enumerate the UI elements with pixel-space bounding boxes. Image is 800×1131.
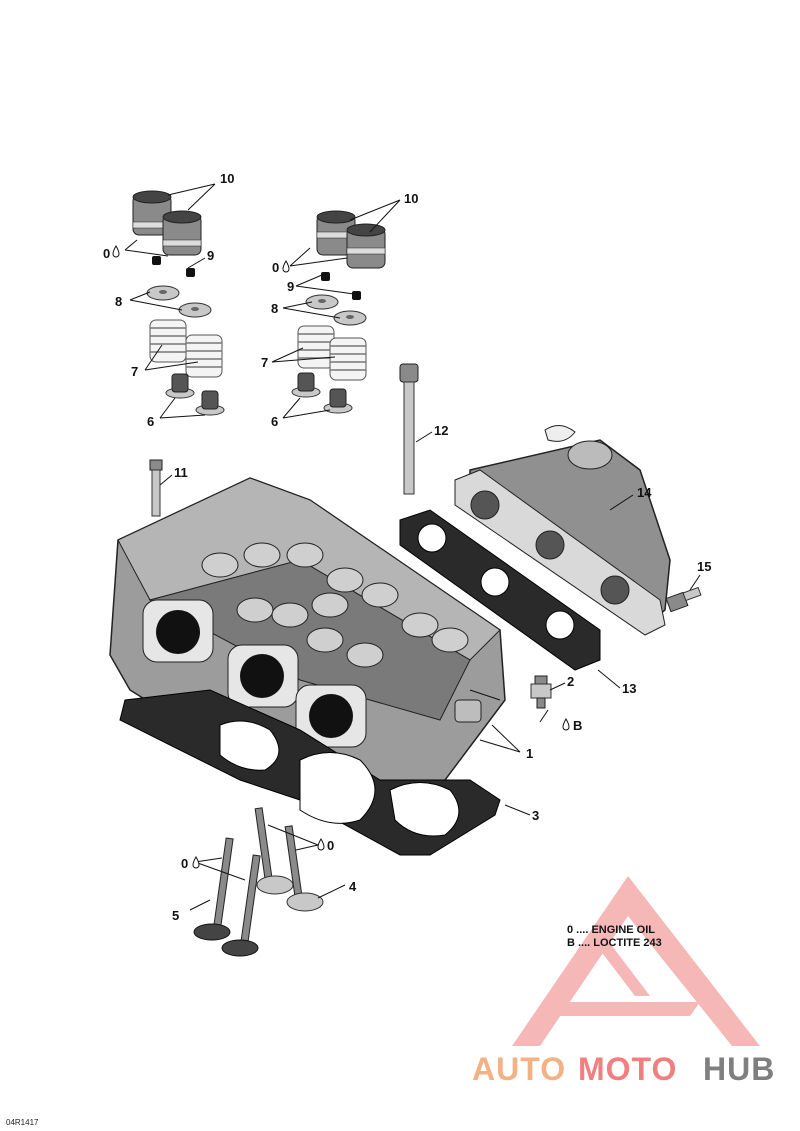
callout-0-valves-left: 0 — [181, 856, 188, 871]
cylinder-head-bolt-long — [399, 363, 419, 495]
valve-keeper-right-b — [352, 291, 361, 300]
drawing-code: 04R1417 — [6, 1118, 39, 1127]
callout-2: 2 — [567, 674, 574, 689]
valve-lifter-right-b — [346, 223, 386, 269]
legend-loctite: B .... LOCTITE 243 — [567, 937, 662, 949]
svg-text:MOTO: MOTO — [578, 1051, 677, 1087]
exhaust-manifold-gasket — [399, 509, 601, 671]
callout-15: 15 — [697, 559, 711, 574]
temperature-sensor — [530, 675, 552, 709]
callout-9-right: 9 — [287, 279, 294, 294]
callout-10-right: 10 — [404, 191, 418, 206]
callout-9-left: 9 — [207, 248, 214, 263]
cylinder-head-bolt-short — [149, 459, 163, 517]
valve-keeper-left-b — [186, 268, 195, 277]
callout-13: 13 — [622, 681, 636, 696]
callout-8-right: 8 — [271, 301, 278, 316]
valve-keeper-right-a — [321, 272, 330, 281]
spring-retainer-right-a — [305, 294, 339, 310]
oil-drop-icon — [112, 245, 570, 869]
callout-0-right: 0 — [272, 260, 279, 275]
intake-valve-a — [193, 837, 234, 941]
exhaust-valve-b — [284, 825, 324, 912]
spring-retainer-right-b — [333, 310, 367, 326]
legend-engine-oil: 0 .... ENGINE OIL — [567, 924, 655, 936]
callout-14: 14 — [637, 485, 652, 500]
manifold-stud-bolt — [665, 586, 702, 613]
spring-retainer-left-b — [178, 302, 212, 318]
intake-port-flanges — [142, 599, 367, 748]
valve-stem-seal-left-b — [195, 390, 225, 416]
intake-valve-b — [221, 854, 261, 957]
valve-spring-left-a — [149, 319, 187, 363]
valve-stem-seal-left-a — [165, 373, 195, 399]
spring-retainer-left-a — [146, 285, 180, 301]
callout-0-valves-right: 0 — [327, 838, 334, 853]
valve-lifter-left-a — [132, 190, 172, 236]
callout-6-left: 6 — [147, 414, 154, 429]
leader-lines — [124, 183, 701, 911]
callout-8-left: 8 — [115, 294, 122, 309]
valve-spring-left-b — [185, 334, 223, 378]
svg-text:HUB: HUB — [703, 1051, 775, 1087]
callout-7-left: 7 — [131, 364, 138, 379]
cylinder-head-gasket — [119, 689, 501, 856]
valve-lifter-right-a — [316, 210, 356, 256]
callout-3: 3 — [532, 808, 539, 823]
callout-6-right: 6 — [271, 414, 278, 429]
exhaust-valve-a — [254, 807, 294, 895]
callout-4: 4 — [349, 879, 357, 894]
exhaust-manifold — [454, 425, 671, 636]
callout-1: 1 — [526, 746, 533, 761]
callout-12: 12 — [434, 423, 448, 438]
callout-b: B — [573, 718, 582, 733]
watermark-wordmark: AUTO MOTO HUB — [472, 1051, 775, 1087]
callout-11: 11 — [174, 465, 188, 480]
svg-text:AUTO: AUTO — [472, 1051, 566, 1087]
callout-0-left: 0 — [103, 246, 110, 261]
valve-lifter-left-b — [162, 210, 202, 256]
valve-spring-right-a — [297, 325, 335, 369]
valve-stem-seal-right-a — [291, 372, 321, 398]
callout-10-left: 10 — [220, 171, 234, 186]
callout-5: 5 — [172, 908, 179, 923]
valve-spring-right-b — [329, 337, 367, 381]
callout-7-right: 7 — [261, 355, 268, 370]
valve-stem-seal-right-b — [323, 388, 353, 414]
valve-keeper-left-a — [152, 256, 161, 265]
watermark-triangle-icon — [512, 876, 760, 1046]
